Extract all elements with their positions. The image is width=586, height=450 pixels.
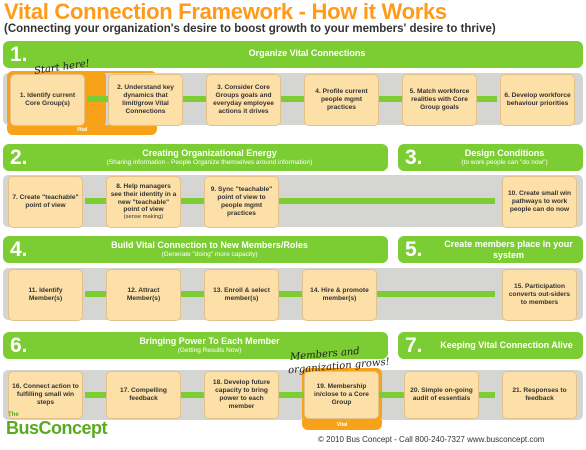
section-number: 2. — [10, 146, 28, 169]
page-subtitle: (Connecting your organization's desire t… — [4, 23, 496, 35]
step-21: 21. Responses to feedback — [502, 371, 577, 419]
bus-concept-logo: The BusConcept — [6, 412, 108, 439]
section-7-banner: 7. Keeping Vital Connection Alive — [398, 332, 583, 359]
step-9: 9. Sync "teachable" point of view to peo… — [204, 176, 279, 228]
step-5: 5. Match workforce realities with Core G… — [402, 74, 477, 126]
section-title: Organize Vital Connections — [248, 48, 366, 58]
section-number: 6. — [10, 334, 28, 357]
section-4-banner: 4. Build Vital Connection to New Members… — [3, 236, 388, 263]
step-8: 8. Help managers see their identity in a… — [106, 176, 181, 228]
section-subtitle: (Sharing information - People Organize t… — [106, 159, 313, 166]
page-title: Vital Connection Framework - How it Work… — [4, 0, 447, 24]
step-6: 6. Develop workforce behaviour prioritie… — [500, 74, 575, 126]
logo-the: The — [8, 412, 19, 418]
section-title: Create members place in your system — [444, 239, 573, 260]
step-18: 18. Develop future capacity to bring pow… — [204, 371, 279, 419]
step-4: 4. Profile current people mgmt practices — [304, 74, 379, 126]
step-2: 2. Understand key dynamics that limit/gr… — [108, 74, 183, 126]
step-10: 10. Create small win pathways to work pe… — [502, 176, 577, 228]
step-20: 20. Simple on-going audit of essentials — [404, 371, 479, 419]
row-6-connector — [85, 392, 495, 398]
section-number: 7. — [405, 334, 423, 357]
step-19: 19. Membership in/close to a Core Group — [304, 371, 379, 419]
section-subtitle: (Getting Results Now) — [177, 347, 242, 354]
step-8-text: 8. Help managers see their identity in a… — [110, 182, 177, 214]
row-4-connector — [85, 291, 495, 297]
section-title: Build Vital Connection to New Members/Ro… — [111, 240, 308, 250]
section-6-banner: 6. Bringing Power To Each Member (Gettin… — [3, 332, 388, 359]
section-number: 1. — [10, 43, 28, 66]
section-number: 4. — [10, 238, 28, 261]
section-title: Keeping Vital Connection Alive — [440, 340, 573, 350]
step-13: 13. Enroll & select member(s) — [204, 269, 279, 321]
step-15: 15. Participation converts out-siders to… — [502, 269, 577, 321]
logo-name: BusConcept — [6, 418, 108, 438]
section-number: 3. — [405, 146, 423, 169]
section-5-banner: 5. Create members place in your system — [398, 236, 583, 263]
section-subtitle: (Generate "doing" more capacity) — [161, 251, 258, 258]
footer-copyright: © 2010 Bus Concept - Call 800-240-7327 w… — [318, 435, 545, 444]
section-title: Bringing Power To Each Member — [139, 336, 280, 346]
step-11: 11. Identify Member(s) — [8, 269, 83, 321]
vital-tag: Vital — [64, 126, 100, 134]
step-3: 3. Consider Core Groups goals and everyd… — [206, 74, 281, 126]
section-number: 5. — [405, 238, 423, 261]
step-17: 17. Compelling feedback — [106, 371, 181, 419]
section-3-banner: 3. Design Conditions (to work people can… — [398, 144, 583, 171]
section-2-banner: 2. Creating Organizational Energy (Shari… — [3, 144, 388, 171]
step-12: 12. Attract Member(s) — [106, 269, 181, 321]
section-subtitle: (to work people can "do now") — [461, 159, 548, 166]
section-title: Design Conditions — [464, 148, 545, 158]
vital-tag: Vital — [324, 421, 360, 429]
step-1: 1. Identify current Core Group(s) — [10, 74, 85, 126]
section-1-banner: 1. Organize Vital Connections — [3, 41, 583, 68]
step-8-note: (sense making) — [123, 214, 164, 221]
step-14: 14. Hire & promote member(s) — [302, 269, 377, 321]
step-16: 16. Connect action to fulfilling small w… — [8, 371, 83, 419]
section-title: Creating Organizational Energy — [142, 148, 277, 158]
step-7: 7. Create "teachable" point of view — [8, 176, 83, 228]
row-2-connector — [85, 198, 495, 204]
row-1-connector — [87, 96, 497, 102]
